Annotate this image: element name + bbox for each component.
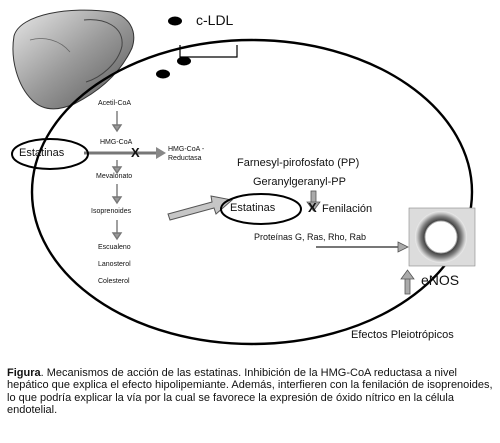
liver-illustration [12,9,135,110]
enzyme-label: HMG-CoA -Reductasa [168,146,205,162]
cell-boundary [30,38,474,346]
ldl-particle [177,56,191,66]
endothelial-cell-image [408,207,476,267]
ldl-receptor [179,45,238,58]
pathway-step: Escualeno [98,244,131,251]
geranyl-label: Geranylgeranyl-PP [253,176,346,188]
prenylation-arrow [306,190,321,212]
pathway-step: Acetil-CoA [98,100,132,107]
ldl-label: c-LDL [196,12,234,28]
ldl-particle [168,16,182,26]
enos-arrow [316,241,409,253]
pathway-arrows [111,111,123,241]
pathway-step: Isoprenoides [91,208,132,215]
enos-up-arrow [400,269,415,295]
statin-oval-left [11,138,89,170]
caption-text: . Mecanismos de acción de las estatinas.… [7,367,493,417]
caption-lead: Figura [7,367,41,379]
block-mark-left: X [131,145,140,160]
block-mark-right: X [308,200,317,215]
inhibition-arrow-left [84,147,166,159]
pathway-step: HMG-CoA [100,139,133,146]
fenilacion-label: Fenilación [322,203,373,215]
proteins-label: Proteínas G, Ras, Rho, Rab [254,232,367,242]
efectos-label: Efectos Pleiotrópicos [351,329,454,341]
ldl-particle [156,69,170,79]
statin-oval-right [220,193,302,225]
isoprenoid-arrow [167,195,234,221]
pathway-step: Lanosterol [98,261,131,268]
pathway-step: Colesterol [98,278,130,285]
pathway-step: Mevalonato [96,173,133,180]
figure-caption: Figura. Mecanismos de acción de las esta… [7,367,493,417]
farnesyl-label: Farnesyl-pirofosfato (PP) [237,157,360,169]
enos-label: eNOS [421,272,460,288]
statin-label-left: Estatinas [19,147,65,159]
statin-label-right: Estatinas [230,202,276,214]
